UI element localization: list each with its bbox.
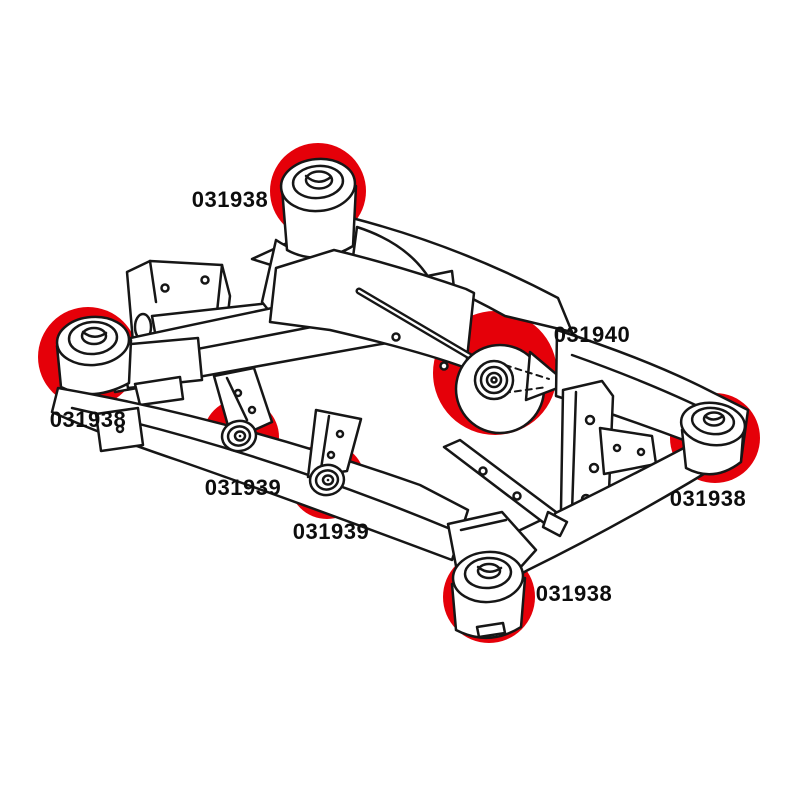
lower-front-beam-art — [50, 386, 470, 562]
center-bushing-art — [454, 343, 570, 435]
arm-bracket-2-art — [306, 408, 363, 497]
part-number-label-top-mount: 031938 — [191, 187, 269, 212]
part-number-label-rear-right: 031938 — [669, 486, 747, 511]
part-number-label-rear-bottom: 031938 — [535, 581, 613, 606]
right-bushing-art — [679, 401, 747, 476]
main-rail-art — [268, 248, 476, 371]
part-number-label-front-left: 031938 — [49, 407, 127, 432]
part-number-label-arm-bracket-2: 031939 — [292, 519, 370, 544]
subframe-line-art — [50, 157, 750, 640]
right-plate-art — [559, 379, 658, 528]
bottom-bushing-art — [442, 438, 569, 640]
arm-bracket-1-art — [212, 366, 274, 453]
left-bushing-art — [55, 315, 204, 407]
part-number-label-arm-bracket-1: 031939 — [204, 475, 282, 500]
part-number-label-center-mount: 031940 — [553, 322, 631, 347]
